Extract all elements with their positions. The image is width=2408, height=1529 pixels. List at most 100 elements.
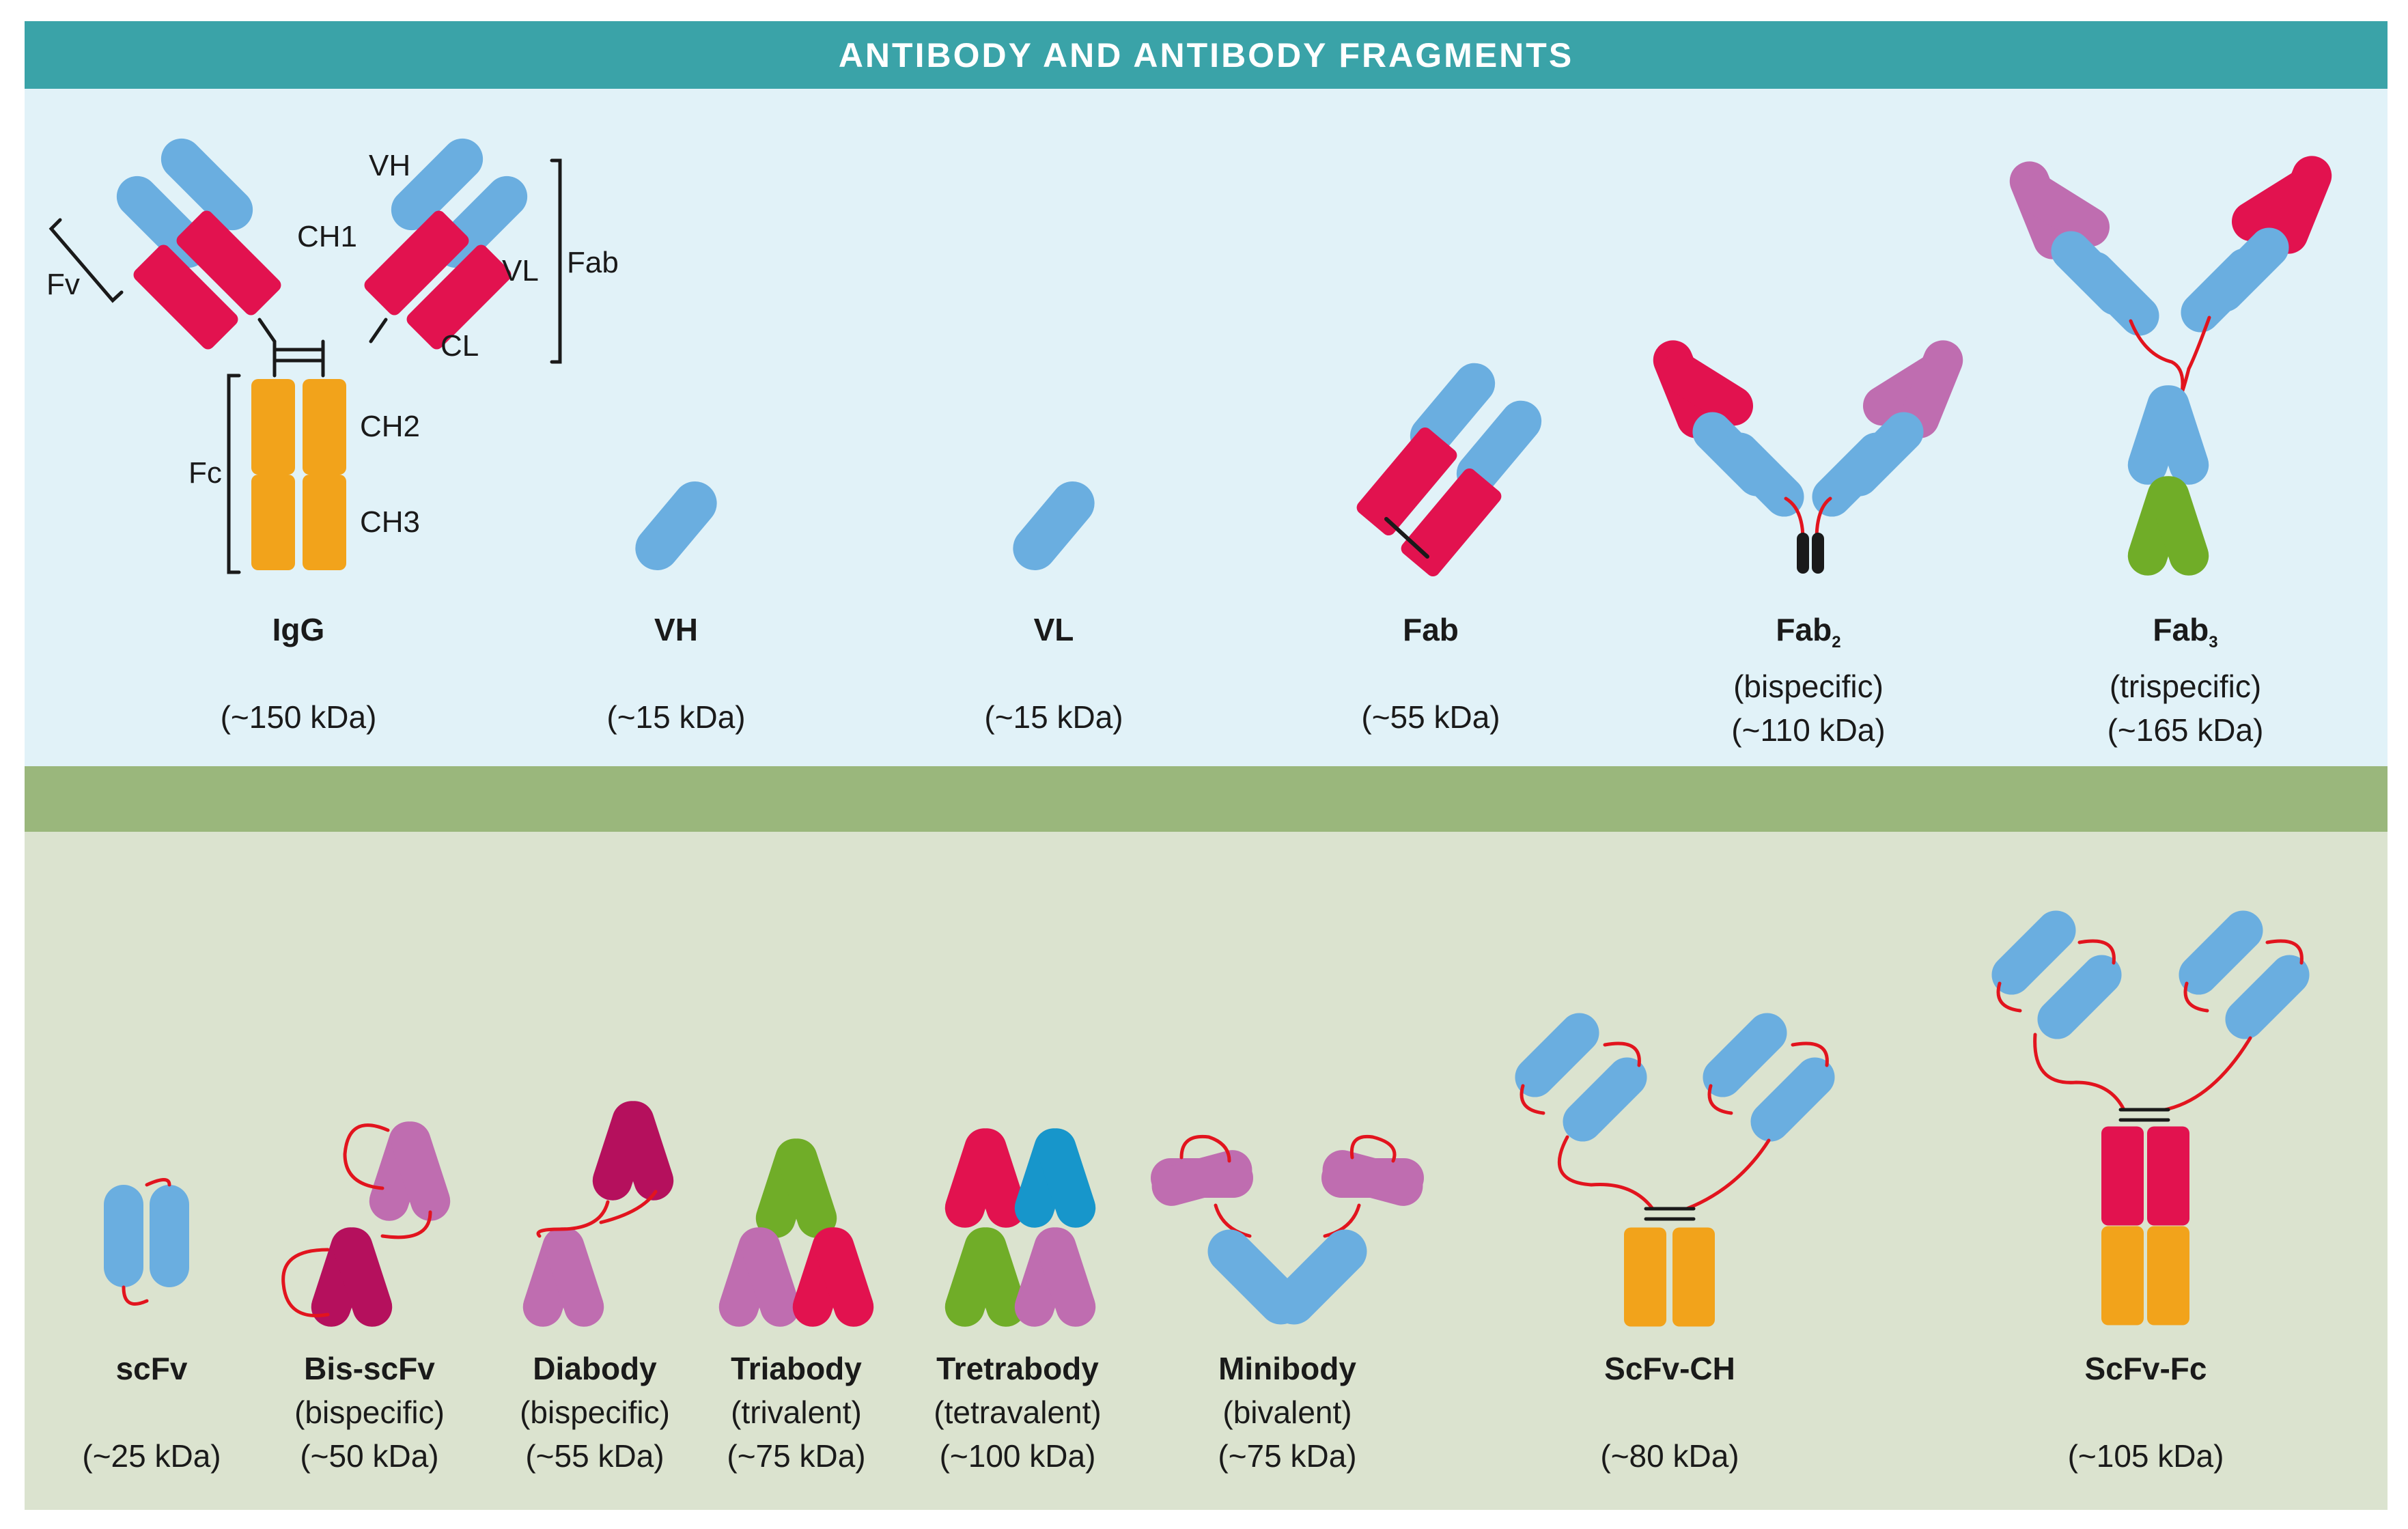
minibody-right-linker [1323, 1203, 1361, 1238]
scfv-fc-ch3-right-domain [2147, 1226, 2189, 1325]
fab-cl-domain [1401, 468, 1502, 577]
igg-ch2-left-domain [251, 379, 295, 475]
mass: (~15 kDa) [606, 699, 746, 735]
bis-scfv-connector [380, 1210, 432, 1239]
fab3-right-red-pair-b [2268, 156, 2332, 254]
mass: (~105 kDa) [2067, 1438, 2224, 1474]
scfv-ch-left-linker [1557, 1135, 1655, 1211]
fab3-left-linker [2129, 319, 2185, 395]
mass: (~55 kDa) [525, 1438, 664, 1474]
fab3-blue-pair-b [2149, 385, 2209, 485]
scfv-fc-right-blue-1 [2179, 910, 2263, 995]
format-description: (bispecific) [1733, 669, 1884, 705]
label-fab3: Fab3 (trispecific) (~165 kDa) [2108, 608, 2264, 752]
bis-scfv-magenta-pair-b [333, 1227, 393, 1327]
mass: (~150 kDa) [220, 699, 377, 735]
format-description: (trispecific) [2109, 669, 2262, 705]
label-scfv: scFv (~25 kDa) [82, 1347, 221, 1478]
mass: (~100 kDa) [939, 1438, 1096, 1474]
format-name: VL [1033, 612, 1074, 647]
fab-ch1-domain [1356, 427, 1457, 536]
diabody-linker-b [599, 1190, 658, 1224]
label-fab2: Fab2 (bispecific) (~110 kDa) [1731, 608, 1885, 752]
format-description: (trivalent) [731, 1394, 862, 1430]
fab-disulfide [1384, 517, 1429, 559]
scfv-ch-left-blue-1 [1515, 1013, 1599, 1097]
format-name: scFv [115, 1351, 188, 1386]
format-name: Diabody [533, 1351, 657, 1386]
igg-label-ch3: CH3 [360, 505, 421, 539]
label-triabody: Triabody (trivalent) (~75 kDa) [727, 1347, 865, 1478]
scfv-fc-ch2-left-domain [2101, 1126, 2144, 1226]
fab3-left-blue-2 [2075, 251, 2159, 336]
format-description: (bivalent) [1222, 1394, 1352, 1430]
igg-vh-left-domain [160, 138, 253, 231]
label-vh: VH (~15 kDa) [606, 608, 745, 739]
mass: (~110 kDa) [1731, 712, 1886, 748]
bis-scfv-bottom-loop [281, 1248, 330, 1317]
label-diabody: Diabody (bispecific) (~55 kDa) [520, 1347, 670, 1478]
minibody-left-loop [1179, 1134, 1231, 1163]
minibody-left-pink-2 [1151, 1150, 1252, 1206]
section-divider-band [25, 766, 2388, 832]
scfv-vh-domain [104, 1185, 143, 1287]
igg-ch3-left-domain [251, 475, 295, 570]
scfv-ch-left-loops [1520, 1041, 1641, 1115]
scfv-fc-left-loops [1996, 939, 2116, 1013]
igg-cl-right-domain [406, 244, 512, 350]
fab2-hinge-right [1812, 533, 1824, 574]
scfv-ch-right-blue-2 [1750, 1057, 1835, 1142]
scfv-ch-right-loops [1707, 1041, 1829, 1115]
format-name: Bis-scFv [304, 1351, 435, 1386]
fab2-right-blue-2 [1812, 432, 1896, 517]
triabody-green-pair-b [777, 1138, 837, 1238]
format-name: ScFv-Fc [2084, 1351, 2207, 1386]
label-scfv-ch: ScFv-CH (~80 kDa) [1600, 1347, 1739, 1478]
fab-vl-domain [1456, 400, 1542, 494]
mass: (~50 kDa) [300, 1438, 439, 1474]
igg-label-vh: VH [369, 149, 411, 182]
mass: (~80 kDa) [1600, 1438, 1739, 1474]
igg-label-fv: Fv [46, 268, 80, 301]
format-description: (bispecific) [520, 1394, 670, 1430]
scfv-ch-right-blue-1 [1703, 1013, 1787, 1097]
label-bis-scfv: Bis-scFv (bispecific) (~50 kDa) [294, 1347, 445, 1478]
triabody-pink-pair-b [740, 1227, 800, 1327]
scfv-vl-domain [150, 1185, 189, 1287]
igg-hinge-right [369, 318, 388, 343]
igg-hinge-left [257, 318, 277, 343]
mass: (~75 kDa) [727, 1438, 866, 1474]
igg-ch1-right-domain [364, 210, 469, 315]
figure-title: ANTIBODY AND ANTIBODY FRAGMENTS [838, 36, 1574, 74]
format-subscript: 2 [1832, 633, 1841, 652]
bis-scfv-top-loop [343, 1123, 390, 1190]
igg-label-cl: CL [440, 329, 479, 363]
fab3-left-pink-pair-b [2016, 173, 2110, 247]
format-name: Triabody [731, 1351, 862, 1386]
vh-domain [635, 481, 717, 570]
scfv-fc-left-blue-1 [1991, 910, 2076, 995]
format-name: VH [654, 612, 698, 647]
igg-vh-right-domain [391, 138, 484, 231]
mass: (~75 kDa) [1218, 1438, 1357, 1474]
igg-label-ch2: CH2 [360, 410, 421, 443]
igg-label-vl: VL [502, 254, 539, 287]
fab3-right-linker [2180, 315, 2211, 395]
igg-ch2-right-domain [303, 379, 346, 475]
scfv-fc-left-linker [2033, 1033, 2126, 1112]
scfv-fc-right-blue-2 [2225, 955, 2310, 1039]
format-name: Fab [2153, 612, 2209, 647]
scfv-fc-ch3-left-domain [2101, 1226, 2144, 1325]
igg-label-fc: Fc [188, 456, 222, 490]
tetrabody-red-pair-b [966, 1128, 1026, 1228]
minibody-right-blue [1272, 1229, 1367, 1325]
scfv-fc-left-blue-2 [2037, 955, 2122, 1039]
igg-ch3-right-domain [303, 475, 346, 570]
label-igg: IgG (~150 kDa) [221, 608, 377, 739]
igg-fc-bracket [227, 374, 241, 574]
label-tetrabody: Tretrabody (tetravalent) (~100 kDa) [934, 1347, 1101, 1478]
format-name: Fab [1776, 612, 1832, 647]
scfv-linker [122, 1178, 171, 1306]
diabody-linker-a [536, 1200, 610, 1238]
format-name: Minibody [1218, 1351, 1356, 1386]
